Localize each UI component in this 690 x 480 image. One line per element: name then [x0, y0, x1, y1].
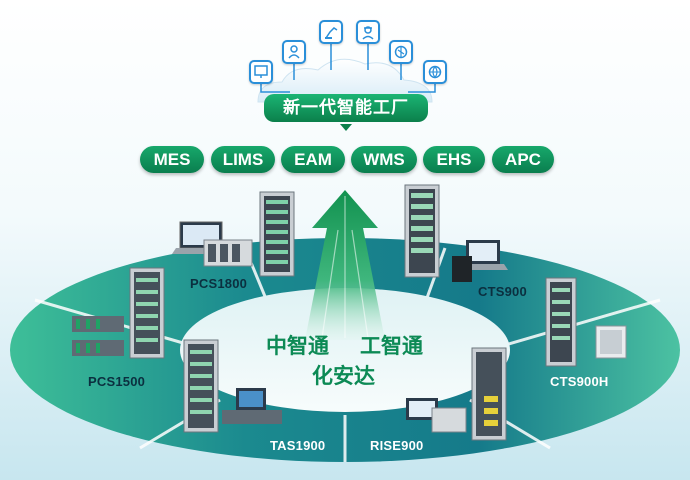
cabinet-cts900 — [404, 184, 440, 278]
label-cts900: CTS900 — [478, 284, 527, 299]
slogan-huaanda: 化安达 — [312, 364, 375, 388]
monitor-icon — [249, 60, 273, 84]
cabinet-pcs1500 — [129, 267, 165, 359]
robot-arm-icon — [319, 20, 343, 44]
label-pcs1500: PCS1500 — [88, 374, 146, 389]
label-tas1900: TAS1900 — [270, 438, 326, 453]
engineer-icon — [356, 20, 380, 44]
system-pill-lims: LIMS — [211, 146, 275, 173]
cabinet-tas1900 — [183, 339, 282, 433]
system-pill-wms: WMS — [351, 146, 417, 173]
label-pcs1800: PCS1800 — [190, 276, 248, 291]
cabinet-rise900 — [406, 347, 507, 441]
brain-icon — [389, 40, 413, 64]
controller-pcs1800 — [203, 239, 253, 267]
gear-globe-icon — [423, 60, 447, 84]
label-rise900: RISE900 — [370, 438, 424, 453]
system-pill-apc: APC — [492, 146, 554, 173]
laptop-pcs1800 — [172, 221, 230, 254]
cabinet-pcs1800 — [259, 191, 295, 277]
worker-icon — [282, 40, 306, 64]
modules-pcs1500 — [72, 316, 124, 356]
slogan-zhongzhitong: 中智通 — [266, 334, 329, 358]
laptop-cts900 — [452, 240, 508, 282]
system-pill-mes: MES — [140, 146, 204, 173]
slogan-gongzhitong: 工智通 — [360, 334, 423, 358]
system-pill-eam: EAM — [281, 146, 345, 173]
cloud-title: 新一代智能工厂 — [283, 98, 409, 118]
label-cts900h: CTS900H — [550, 374, 609, 389]
cabinet-cts900h — [545, 277, 627, 367]
system-pill-ehs: EHS — [423, 146, 485, 173]
